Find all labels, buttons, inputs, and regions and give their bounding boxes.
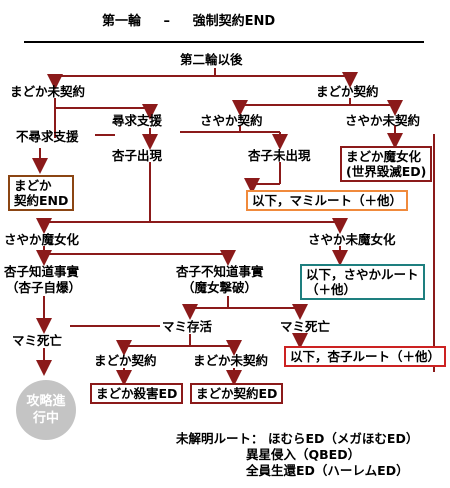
in-progress-circle: 攻略進 行中 (16, 380, 76, 440)
title-left: 第一輪 (102, 14, 142, 29)
unsolved-route-3: 全員生還ED（ハーレムED） (246, 463, 409, 478)
node-after-second-round: 第二輪以後 (180, 52, 243, 67)
node-kyoko-knows: 杏子知道事實 (4, 264, 80, 279)
node-kyoko-not-appear: 杏子未出現 (248, 148, 311, 163)
node-madoka-contract: まどか契約 (316, 84, 379, 99)
node-mami-dead-left: マミ死亡 (12, 333, 63, 348)
node-madoka-no-contract-2: まどか未契約 (193, 353, 269, 368)
node-seek-help: 尋求支援 (112, 113, 163, 128)
page-title: 第一輪 – 強制契約END (102, 10, 275, 29)
box-sayaka-route: 以下，さやかルート （＋他） (300, 264, 425, 300)
node-kyoko-not-know: 杏子不知道事實 (176, 264, 264, 279)
node-no-seek-help: 不尋求支援 (16, 129, 79, 144)
box-madoka-killed-ed: まどか殺害ED (90, 383, 184, 404)
node-sayaka-not-witch: さやか未魔女化 (308, 232, 396, 247)
node-mami-alive: マミ存活 (162, 319, 213, 334)
box-mami-route: 以下，マミルート（＋他） (246, 190, 409, 211)
box-madoka-contract-ed: まどか契約ED (190, 383, 284, 404)
node-madoka-no-contract: まどか未契約 (10, 84, 86, 99)
node-madoka-contract-2: まどか契約 (94, 353, 157, 368)
box-madoka-witch: まどか魔女化 (世界毀滅ED) (340, 146, 433, 182)
node-kyoko-appear: 杏子出現 (112, 148, 163, 163)
title-dash: – (163, 14, 171, 29)
node-sayaka-contract: さやか契約 (200, 113, 263, 128)
unsolved-route-1: ほむらED（メガほむED） (268, 431, 419, 446)
box-madoka-contract-end: まどか 契約END (8, 175, 75, 211)
node-mami-dead-right: マミ死亡 (280, 319, 331, 334)
node-kyoko-knows-sub: （杏子自爆） (6, 280, 82, 295)
node-sayaka-no-contract: さやか未契約 (345, 113, 421, 128)
node-kyoko-not-know-sub: （魔女撃破） (182, 280, 258, 295)
title-right: 強制契約END (192, 14, 276, 29)
box-kyoko-route: 以下，杏子ルート（＋他） (284, 346, 447, 367)
node-sayaka-witch: さやか魔女化 (4, 232, 80, 247)
unsolved-route-2: 異星侵入（QBED） (246, 447, 361, 462)
unsolved-label: 未解明ルート： (176, 431, 264, 446)
